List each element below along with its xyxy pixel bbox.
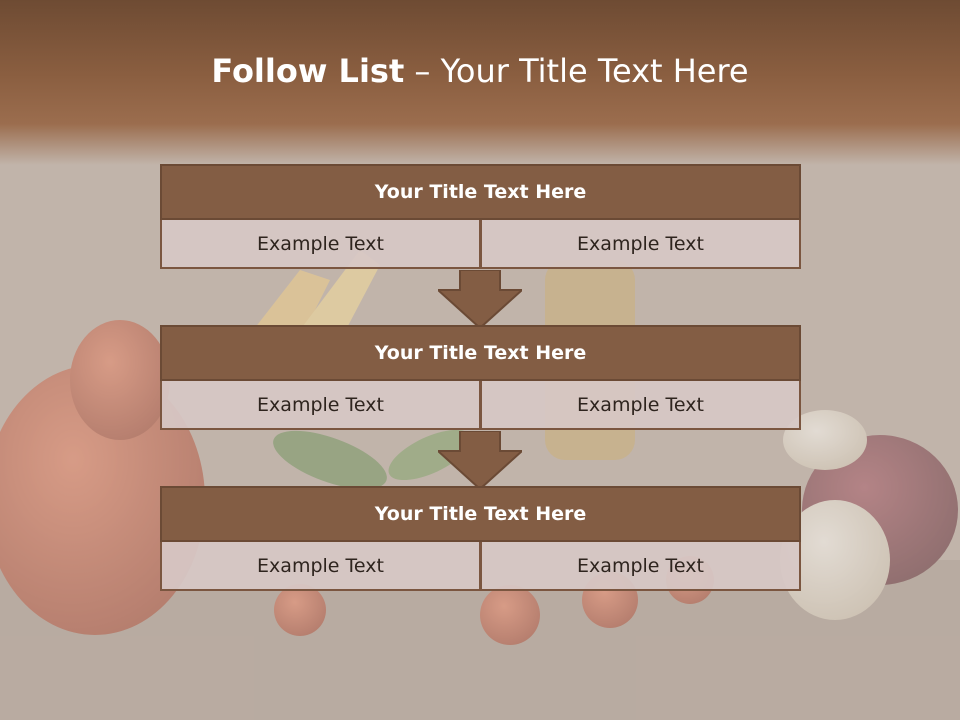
header-band [0,0,960,165]
title-lead: Follow List [211,52,405,90]
block-title: Your Title Text Here [160,325,801,381]
block-cell-right: Example Text [481,381,801,430]
down-arrow-icon [438,431,522,491]
block-title: Your Title Text Here [160,486,801,542]
block-cell-left: Example Text [160,542,481,591]
block-row: Example Text Example Text [160,220,801,269]
slide-title: Follow List – Your Title Text Here [0,52,960,90]
list-block-2: Your Title Text Here Example Text Exampl… [160,325,801,430]
block-row: Example Text Example Text [160,381,801,430]
list-block-1: Your Title Text Here Example Text Exampl… [160,164,801,269]
title-rest: – Your Title Text Here [414,52,749,90]
list-block-3: Your Title Text Here Example Text Exampl… [160,486,801,591]
block-cell-right: Example Text [481,220,801,269]
block-title: Your Title Text Here [160,164,801,220]
block-cell-right: Example Text [481,542,801,591]
block-row: Example Text Example Text [160,542,801,591]
block-cell-left: Example Text [160,220,481,269]
down-arrow-icon [438,270,522,330]
block-cell-left: Example Text [160,381,481,430]
